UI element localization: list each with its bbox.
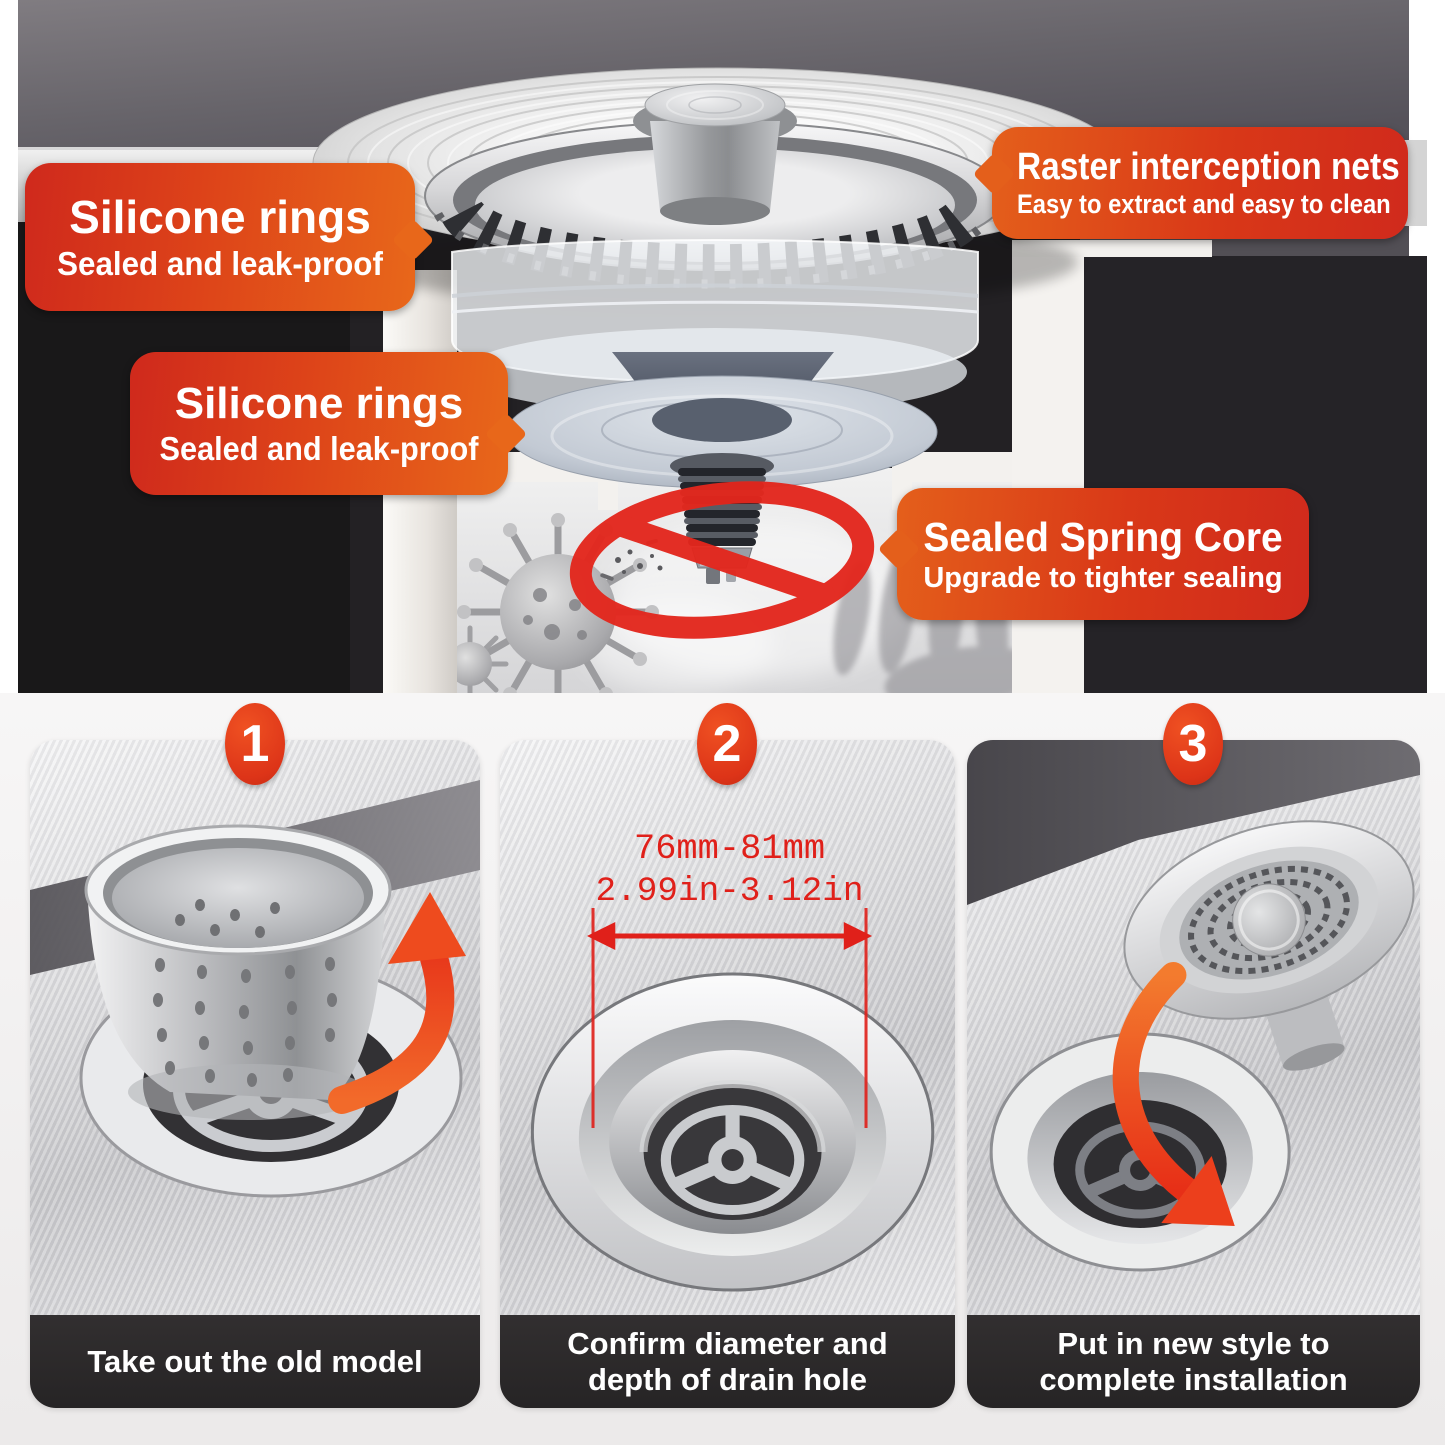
step-caption: Put in new style to complete installatio… <box>1039 1326 1348 1397</box>
curved-arrow-up-icon <box>328 892 466 1114</box>
new-flanged-strainer <box>1123 820 1415 1071</box>
installation-steps-section: 1 2 3 <box>0 693 1445 1445</box>
old-basket-strainer <box>84 824 392 1120</box>
callout-title: Sealed Spring Core <box>923 513 1283 560</box>
step-caption-bar: Put in new style to complete installatio… <box>967 1315 1420 1408</box>
center-knob <box>633 83 797 225</box>
sink-corner-band <box>967 740 1420 905</box>
callout-subtitle: Easy to extract and easy to clean <box>1016 189 1391 220</box>
no-symbol-icon <box>569 481 875 639</box>
measurement-annotation: 76mm-81mm 2.99in-3.12in <box>586 829 873 1128</box>
callout-raster-nets: Raster interception nets Easy to extract… <box>992 127 1408 239</box>
drain-body-and-gasket <box>506 352 938 489</box>
callout-title: Raster interception nets <box>1016 145 1400 188</box>
step-number-badge: 3 <box>1163 703 1223 785</box>
step-caption: Confirm diameter and depth of drain hole <box>567 1326 888 1397</box>
step-card-3: Put in new style to complete installatio… <box>967 740 1420 1408</box>
step2-photo: 76mm-81mm 2.99in-3.12in <box>500 740 955 1315</box>
callout-sealed-spring-core: Sealed Spring Core Upgrade to tighter se… <box>897 488 1309 620</box>
step-caption-bar: Take out the old model <box>30 1315 480 1408</box>
step3-photo <box>967 740 1420 1315</box>
callout-subtitle: Upgrade to tighter sealing <box>923 562 1283 595</box>
new-strainer-install-art <box>967 740 1420 1272</box>
step-caption: Take out the old model <box>87 1343 423 1379</box>
drain-hole-measurement-art: 76mm-81mm 2.99in-3.12in <box>530 829 935 1292</box>
step-caption-bar: Confirm diameter and depth of drain hole <box>500 1315 955 1408</box>
step-card-2: 76mm-81mm 2.99in-3.12in Confirm diameter… <box>500 740 955 1408</box>
double-headed-arrow-icon <box>586 908 873 1128</box>
callout-subtitle: Sealed and leak-proof <box>159 429 479 467</box>
callout-title: Silicone rings <box>174 379 464 429</box>
step-number-badge: 2 <box>697 703 757 785</box>
measure-in-label: 2.99in-3.12in <box>595 873 863 911</box>
callout-silicone-rings-top: Silicone rings Sealed and leak-proof <box>25 163 415 311</box>
measure-mm-label: 76mm-81mm <box>634 829 825 869</box>
callout-title: Silicone rings <box>69 191 371 244</box>
step-number-badge: 1 <box>225 703 285 785</box>
callout-silicone-rings-mid: Silicone rings Sealed and leak-proof <box>130 352 508 495</box>
step-card-1: Take out the old model <box>30 740 480 1408</box>
hero-section: Silicone rings Sealed and leak-proof Ras… <box>0 0 1445 693</box>
curved-arrow-down-icon <box>1112 962 1235 1226</box>
old-strainer-removal-art <box>30 780 480 1198</box>
callout-subtitle: Sealed and leak-proof <box>57 244 383 282</box>
step1-photo <box>30 740 480 1315</box>
drain-hole <box>530 972 935 1292</box>
